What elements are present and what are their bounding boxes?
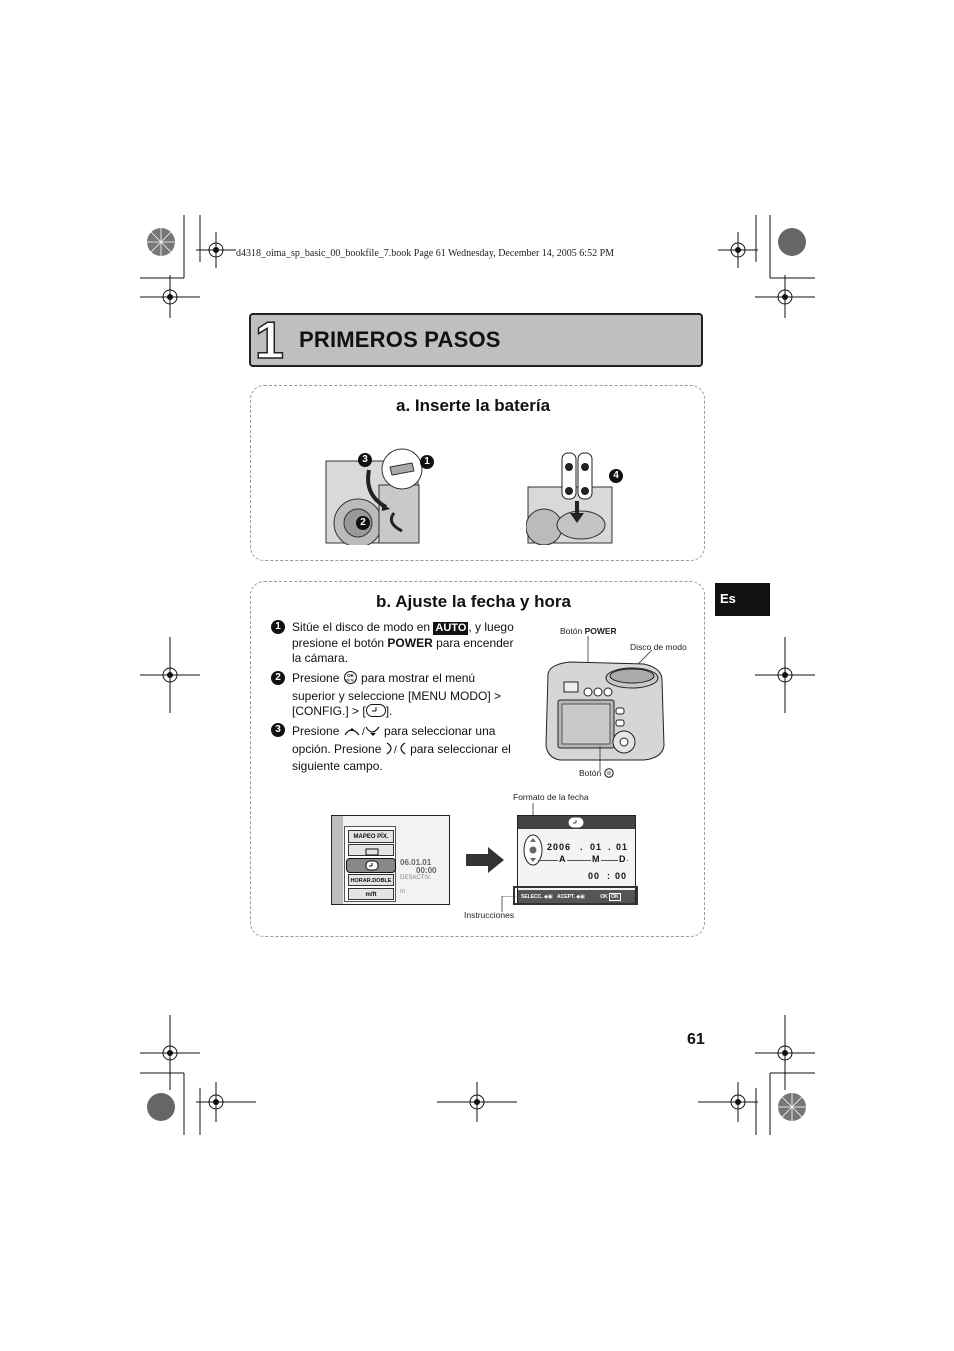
bar-ok-label: OK	[600, 894, 608, 900]
date-sep-2: .	[608, 842, 611, 852]
step-3-part1: Presione	[292, 724, 343, 738]
svg-text:/: /	[394, 745, 397, 755]
power-button-label: Botón POWER	[560, 626, 617, 636]
date-order-d: D	[618, 854, 627, 864]
bar-select-label: SELECC.	[521, 894, 543, 900]
camera-back-illustration	[545, 636, 665, 771]
mode-dial-label: Disco de modo	[630, 642, 687, 652]
left-right-arrows-icon: /	[385, 741, 407, 760]
chapter-number: 1	[254, 312, 284, 370]
menu-unit-value: m	[400, 889, 405, 895]
section-b-title: b. Ajuste la fecha y hora	[376, 592, 571, 611]
chapter-banner: 1 PRIMEROS PASOS	[249, 312, 703, 370]
menu-item-clock-selected[interactable]	[346, 858, 396, 873]
color-target-tl	[147, 228, 175, 256]
step-2-bullet: 2	[271, 671, 285, 685]
time-minute: 00	[615, 871, 628, 881]
step-3-bullet: 3	[271, 723, 285, 737]
date-order-m: M	[591, 854, 601, 864]
ok-button-label-text: Botón	[579, 768, 602, 778]
menu-item-pixel-mapping[interactable]: MAPEO PÍX.	[348, 830, 394, 843]
menu-side-tab	[332, 816, 343, 904]
step-1-part1: Sitúe el disco de modo en	[292, 620, 434, 634]
battery-insert-illustration	[526, 452, 613, 545]
power-label-prefix: Botón	[560, 626, 585, 636]
monitor-icon	[365, 848, 379, 856]
right-arrow-icon	[466, 847, 504, 873]
clock-icon	[365, 704, 386, 722]
menu-screen: MAPEO PÍX. HORAR.DOBLE m/ft 06.01.01 00:…	[331, 815, 450, 905]
menu-item-units[interactable]: m/ft	[348, 888, 394, 900]
bar-lr-icon: ◆▣	[576, 894, 585, 900]
date-order-line	[538, 860, 628, 861]
auto-mode-icon: AUTO	[433, 622, 469, 635]
section-a-box	[250, 385, 705, 561]
step-3-part2: para seleccionar una opción. Presione	[292, 724, 496, 756]
bar-arrows-icon: ◆▣	[544, 894, 553, 900]
instructions-leader	[501, 896, 516, 912]
ok-button-label: Botón	[579, 768, 614, 778]
page-number: 61	[687, 1031, 705, 1048]
date-month: 01	[590, 842, 603, 852]
step-1-part2: , y luego presione el botón	[292, 620, 514, 650]
step-3-part3: para seleccionar el siguiente campo.	[292, 741, 511, 774]
instructions-label: Instrucciones	[464, 910, 515, 920]
step-1-text: Sitúe el disco de modo en AUTO, y luego …	[292, 620, 522, 667]
section-b-box	[250, 581, 705, 937]
callout-3: 3	[358, 453, 372, 467]
date-header-clock-icon	[568, 817, 584, 828]
step-2-part2: para mostrar el menú superior y seleccio…	[292, 671, 502, 718]
date-format-selector[interactable]	[523, 834, 543, 866]
step-1-part3: para encender la cámara.	[292, 635, 514, 666]
menu-item-monitor[interactable]	[348, 844, 394, 856]
file-info-header: d4318_oima_sp_basic_00_bookfile_7.book P…	[236, 248, 615, 259]
date-order-a: A	[558, 854, 567, 864]
menu-off-value: DESACTIV.	[400, 875, 432, 881]
menu-item-dual-time[interactable]: HORAR.DOBLE	[348, 874, 394, 886]
step-2-part3: ].	[385, 704, 393, 718]
date-year: 2006	[547, 842, 572, 852]
section-a-title: a. Inserte la batería	[396, 396, 551, 415]
svg-text:/: /	[362, 727, 365, 737]
date-screen-header	[518, 816, 635, 829]
power-label-bold: POWER	[584, 626, 617, 636]
up-down-arrows-icon: /	[343, 725, 381, 742]
instruction-bar-highlight	[513, 886, 638, 905]
step-1-power: POWER	[387, 635, 433, 650]
bar-ok-button: OK	[609, 893, 621, 901]
date-format-label: Formato de la fecha	[513, 792, 589, 802]
step-2-part1: Presione	[292, 671, 343, 685]
date-day: 01	[616, 842, 629, 852]
language-tab: Es	[715, 583, 770, 616]
date-sep-1: .	[580, 842, 583, 852]
time-hour: 00	[588, 871, 601, 881]
instruction-bar: SELECC. ◆▣ ACEPT. ◆▣ OK OK	[518, 890, 635, 904]
menu-date-value: 06.01.01	[400, 858, 432, 867]
ok-menu-small-icon	[603, 768, 614, 778]
step-3-text: Presione / para seleccionar una opción. …	[292, 724, 522, 775]
callout-2: 2	[356, 516, 370, 530]
step-1-bullet: 1	[271, 620, 285, 634]
menu-clock-icon	[365, 860, 379, 871]
chapter-title: PRIMEROS PASOS	[299, 327, 501, 352]
callout-4: 4	[609, 469, 623, 483]
svg-text:MENU: MENU	[345, 679, 356, 683]
menu-time-value: 00:00	[416, 866, 437, 875]
date-screen: 2006 . 01 . 01 A M D 00 : 00 SELECC. ◆▣ …	[517, 815, 636, 905]
callout-1: 1	[420, 455, 434, 469]
svg-text:OK: OK	[347, 673, 355, 678]
bar-accept-label: ACEPT.	[557, 894, 575, 900]
time-colon: :	[607, 871, 610, 881]
